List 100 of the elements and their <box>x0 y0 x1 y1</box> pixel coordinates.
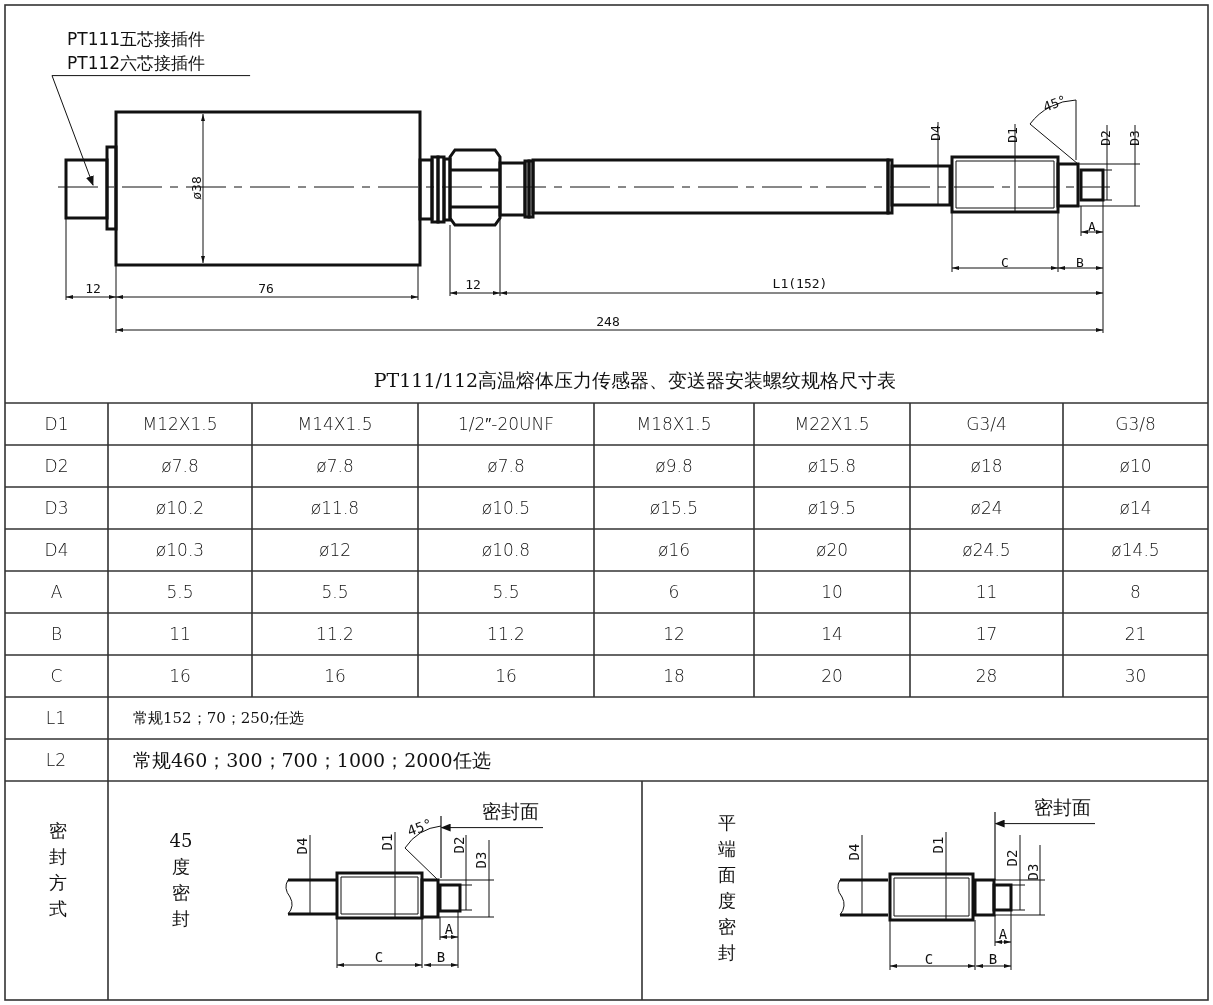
dimension-label: D4 <box>295 837 311 855</box>
dimension-label: D4 <box>847 843 863 861</box>
table-value: 21 <box>1124 624 1147 644</box>
row-header: D1 <box>44 414 69 434</box>
callout-label: PT111五芯接插件 PT112六芯接插件 <box>67 28 206 76</box>
table-value: 12 <box>663 624 685 644</box>
table-value: 6 <box>668 582 680 602</box>
dimension-label: 12 <box>465 277 481 293</box>
dimension-label: D1 <box>1005 127 1021 143</box>
dimension-label: D2 <box>1005 849 1021 867</box>
seal-face-line <box>440 815 442 879</box>
row-header: B <box>50 624 63 644</box>
leader-line <box>994 819 1096 828</box>
dimension-label: A <box>1088 219 1096 235</box>
table-value: 20 <box>821 666 843 686</box>
table-value: 10 <box>821 582 843 602</box>
row-header: 密封方式 <box>48 818 68 922</box>
dimension-label: D3 <box>1026 863 1042 881</box>
table-value: ø16 <box>658 540 690 560</box>
dimension-label: A <box>444 922 454 938</box>
table-value: 11 <box>975 582 998 602</box>
dimension-label: 12 <box>85 281 101 297</box>
table-value: ø10.2 <box>155 498 205 518</box>
row-header: D2 <box>44 456 69 476</box>
table-value: ø10.8 <box>481 540 531 560</box>
table-value: 11 <box>169 624 191 644</box>
callout-label: 密封面 <box>1034 794 1091 821</box>
callout-label: 密封面 <box>482 798 539 825</box>
table-value: 5.5 <box>166 582 194 602</box>
dimension-label: C <box>1001 255 1009 271</box>
table-value: M14X1.5 <box>297 414 373 434</box>
row-header: D4 <box>44 540 69 560</box>
table-value: 11.2 <box>316 624 354 644</box>
table-value: ø19.5 <box>807 498 857 518</box>
dimension-label: D1 <box>380 833 396 851</box>
table-value: ø15.5 <box>649 498 699 518</box>
table-value: 8 <box>1130 582 1141 602</box>
table-value: ø14 <box>1119 498 1152 518</box>
table-value: G3/4 <box>966 414 1007 434</box>
dimension-label: B <box>1076 255 1084 271</box>
seal-face-line <box>994 811 996 881</box>
table-value: ø12 <box>319 540 351 560</box>
dimension-label: D2 <box>1098 130 1114 146</box>
table-value: ø10 <box>1119 456 1152 476</box>
leader-line <box>51 75 251 186</box>
leader-line <box>440 823 544 832</box>
dimension-label: B <box>436 950 446 966</box>
dimension-label: B <box>988 952 998 968</box>
table-value: ø15.8 <box>807 456 857 476</box>
table-value: ø7.8 <box>487 456 525 476</box>
seal-type-label: 平端面度密封 <box>717 810 737 966</box>
row-header: A <box>50 582 63 602</box>
table-value: ø20 <box>816 540 848 560</box>
dimension-label: C <box>924 952 934 968</box>
table-value: 常规152；70；250;任选 <box>133 709 305 727</box>
seal-type-label: 45度密封 <box>168 828 194 932</box>
table-value: G3/8 <box>1115 414 1156 434</box>
table-value: 1/2″-20UNF <box>457 414 555 434</box>
dimension-label: D3 <box>474 851 490 869</box>
dimension-label: A <box>998 927 1008 943</box>
table-value: ø11.8 <box>310 498 360 518</box>
dimension-label: 248 <box>596 314 620 330</box>
dimension-label: ø38 <box>189 176 205 200</box>
table-value: 30 <box>1124 666 1147 686</box>
dimension-label: D1 <box>931 836 947 854</box>
table-value: 16 <box>324 666 346 686</box>
row-header: D3 <box>44 498 69 518</box>
table-value: 5.5 <box>492 582 520 602</box>
table-value: ø14.5 <box>1111 540 1160 560</box>
dimension-label: 45° <box>405 816 435 840</box>
dimension-label: D4 <box>928 125 944 141</box>
table-value: 14 <box>821 624 843 644</box>
table-value: ø10.3 <box>155 540 205 560</box>
table-value: 18 <box>663 666 685 686</box>
table-value: 28 <box>975 666 998 686</box>
table-value: ø10.5 <box>481 498 531 518</box>
table-title: PT111/112高温熔体压力传感器、变送器安装螺纹规格尺寸表 <box>373 369 897 391</box>
table-value: ø9.8 <box>655 456 693 476</box>
table-value: M22X1.5 <box>794 414 870 434</box>
table-value: ø7.8 <box>161 456 199 476</box>
table-value: ø24 <box>970 498 1003 518</box>
table-value: 16 <box>495 666 517 686</box>
table-value: 17 <box>975 624 998 644</box>
dimension-label: D2 <box>452 836 468 854</box>
table-value: 常规460；300；700；1000；2000任选 <box>133 749 491 771</box>
dimension-label: L1(152) <box>772 276 828 292</box>
row-header: C <box>50 666 63 686</box>
table-value: M18X1.5 <box>636 414 712 434</box>
dimension-label: 76 <box>258 281 274 297</box>
table-value: ø18 <box>970 456 1003 476</box>
dimension-label: D3 <box>1127 130 1143 146</box>
row-header: L2 <box>45 750 67 770</box>
table-value: M12X1.5 <box>142 414 218 434</box>
row-header: L1 <box>45 708 67 728</box>
table-value: 16 <box>169 666 191 686</box>
table-value: 11.2 <box>487 624 525 644</box>
table-value: 5.5 <box>321 582 349 602</box>
table-value: ø24.5 <box>962 540 1011 560</box>
dimension-label: 45° <box>1041 93 1069 115</box>
dimension-label: C <box>374 950 384 966</box>
